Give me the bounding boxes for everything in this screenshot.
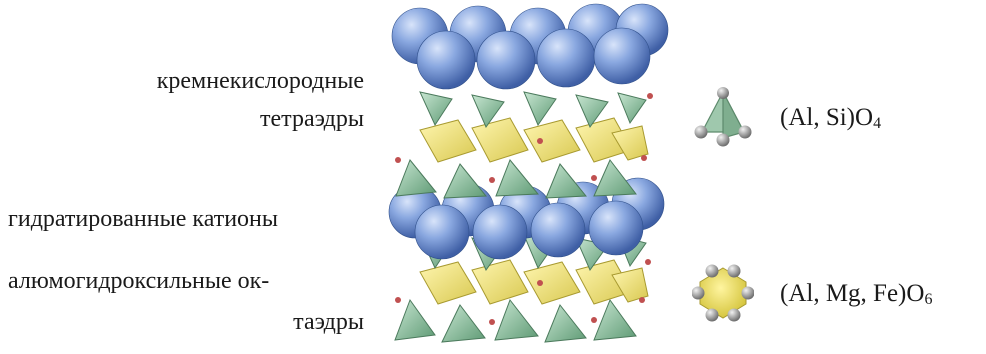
octahedral-formula-main: (Al, Mg, Fe)O <box>780 280 925 307</box>
clay-mineral-structure <box>388 3 669 343</box>
label-octahedra-line1: алюмогидроксильные ок- <box>8 268 270 294</box>
tetrahedral-formula-subscript: 4 <box>873 115 882 132</box>
label-tetrahedra-line2: тетраэдры <box>260 106 364 132</box>
upper-hydroxyl-atoms <box>395 93 653 183</box>
upper-octahedral-sheet <box>419 117 649 163</box>
upper-cation-layer <box>391 3 669 90</box>
label-octahedra-line2: таэдры <box>293 309 364 335</box>
label-tetrahedra-line1: кремнекислородные <box>156 68 364 94</box>
octahedral-formula: (Al, Mg, Fe)O6 <box>780 280 932 309</box>
octahedron-unit-icon <box>692 264 754 322</box>
lower-octahedral-sheet <box>419 259 649 305</box>
lower-cation-layer <box>388 177 665 260</box>
octahedral-formula-subscript: 6 <box>924 291 933 308</box>
tetrahedral-formula: (Al, Si)O4 <box>780 104 881 133</box>
tetrahedron-unit-icon <box>694 87 752 147</box>
lower-hydroxyl-atoms <box>395 259 651 325</box>
lower-tetrahedral-sheet-bottom <box>394 298 637 343</box>
label-hydrated-cations: гидратированные катионы <box>8 206 279 232</box>
upper-tetrahedral-sheet-bottom <box>395 159 637 199</box>
upper-tetrahedral-sheet-top <box>419 91 647 129</box>
tetrahedral-formula-main: (Al, Si)O <box>780 104 874 131</box>
